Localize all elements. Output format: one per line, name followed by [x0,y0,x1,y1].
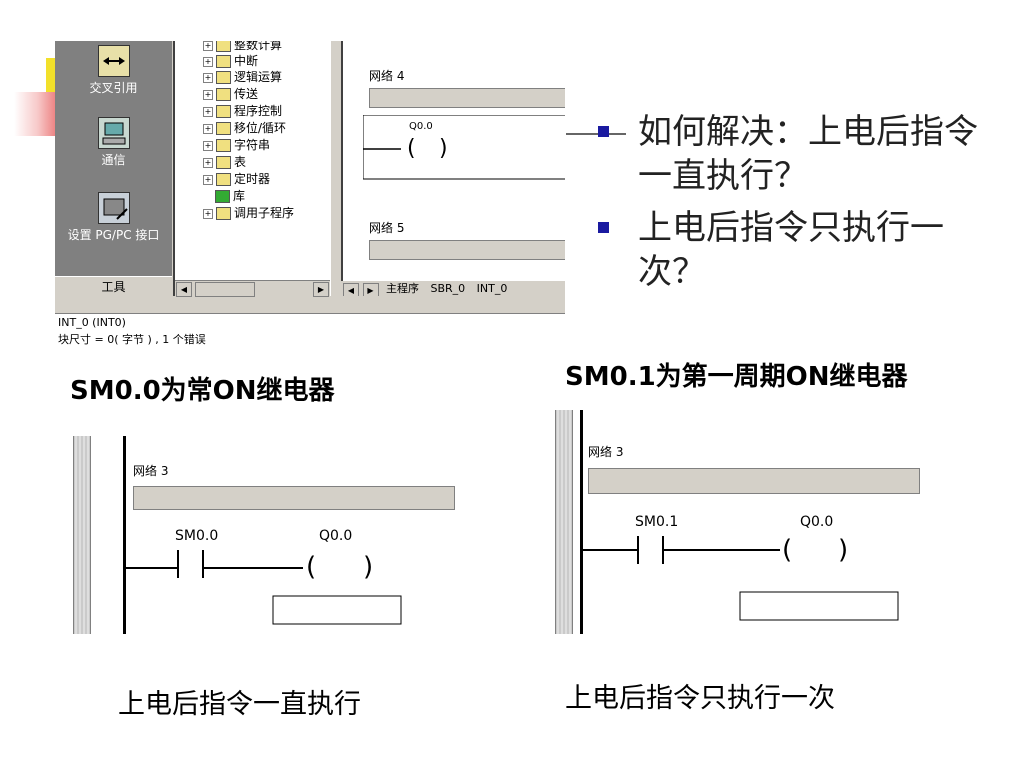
tree-item[interactable]: +逻辑运算 [203,70,283,84]
right-ladder-example: 网络 3 ( ) SM0.1 Q0.0 [555,410,920,634]
expand-icon[interactable]: + [203,72,213,83]
expand-icon[interactable]: + [203,208,213,219]
network-label: 网络 3 [588,445,624,459]
tab-sbr0[interactable]: SBR_0 [430,282,466,295]
left-example-title: SM0.0为常ON继电器 [70,376,335,406]
left-rail-line [123,436,126,634]
tree-item[interactable]: +定时器 [203,172,271,186]
svg-text:(: ( [306,552,316,582]
tree-scrollbar[interactable]: ◀ ▶ [175,280,330,297]
tool-communication[interactable]: 通信 [55,117,172,168]
tree-item[interactable]: 库 [215,188,245,204]
left-rail-line [580,410,583,634]
network-label: 网络 4 [369,69,405,83]
tree-item[interactable]: +调用子程序 [203,206,295,220]
svg-text:): ) [439,136,448,161]
tree-item[interactable]: +中断 [203,54,259,68]
power-rail [555,410,573,634]
tool-label: 设置 PG/PC 接口 [67,228,160,242]
instruction-tree: +整数计算 +中断 +逻辑运算 +传送 +程序控制 +移位/循环 +字符串 +表… [173,41,330,297]
tool-label: 通信 [101,153,126,167]
left-ladder-example: 网络 3 ( ) SM0.0 Q0.0 [73,436,455,634]
pg-pc-interface-icon [97,192,130,224]
tab-main[interactable]: 主程序 [386,282,419,295]
network-comment-bar[interactable] [588,468,920,494]
status-line: 块尺寸 = 0( 字节 ) , 1 个错误 [58,333,206,346]
power-rail [73,436,91,634]
expand-icon[interactable]: + [203,174,213,185]
tab-scroll-left-icon[interactable]: ◀ [343,283,359,296]
svg-text:): ) [838,535,848,565]
scroll-left-icon[interactable]: ◀ [176,282,192,297]
expand-icon[interactable]: + [203,56,213,67]
tree-item[interactable]: +移位/循环 [203,121,287,135]
scroll-right-icon[interactable]: ▶ [313,282,329,297]
folder-icon [216,207,231,220]
tree-item[interactable]: +传送 [203,87,259,101]
tree-item[interactable]: +程序控制 [203,104,283,118]
folder-icon [216,71,231,84]
coil-address: Q0.0 [800,514,833,530]
tab-int0[interactable]: INT_0 [476,282,508,295]
library-icon [215,190,230,203]
bullet-item: 上电后指令只执行一次？ [596,206,1006,294]
network-comment-bar[interactable] [369,88,565,108]
tools-footer-button[interactable]: 工具 [55,276,172,297]
expand-icon[interactable]: + [203,89,213,100]
network-comment-bar[interactable] [369,240,565,260]
folder-icon [216,122,231,135]
coil-address: Q0.0 [409,121,433,132]
folder-icon [216,139,231,152]
status-line: INT_0 (INT0) [58,316,126,329]
folder-icon [216,41,231,52]
expand-icon[interactable]: + [203,106,213,117]
step7-microwin-screenshot: 交叉引用 通信 设置 PG/PC 接口 工具 +整数计算 +中断 +逻辑运算 +… [55,41,565,370]
network-label: 网络 5 [369,221,405,235]
left-example-caption: 上电后指令一直执行 [118,689,361,720]
expand-icon[interactable]: + [203,157,213,168]
folder-icon [216,105,231,118]
communication-icon [97,117,130,149]
expand-icon[interactable]: + [203,140,213,151]
tree-item[interactable]: +表 [203,155,247,169]
tools-panel: 交叉引用 通信 设置 PG/PC 接口 工具 [55,41,172,297]
folder-icon [216,156,231,169]
contact-address: SM0.0 [175,528,218,544]
folder-icon [216,173,231,186]
network-comment-bar[interactable] [133,486,455,510]
network-label: 网络 3 [133,464,169,478]
tree-item[interactable]: +字符串 [203,138,271,152]
svg-text:): ) [363,552,373,582]
program-tabs: ◀ ▶ 主程序 SBR_0 INT_0 [341,281,565,296]
coil-address: Q0.0 [319,528,352,544]
svg-text:(: ( [407,136,416,161]
cross-reference-icon [97,45,130,77]
ladder-rung[interactable]: ( ) Q0.0 [363,115,565,185]
bullet-list: 如何解决：上电后指令一直执行？ 上电后指令只执行一次？ [596,110,1006,294]
folder-icon [216,55,231,68]
bullet-square-icon [598,126,609,137]
expand-icon[interactable]: + [203,123,213,134]
tool-label: 交叉引用 [89,81,138,95]
folder-icon [216,88,231,101]
contact-address: SM0.1 [635,514,678,530]
program-editor: 网络 4 ( ) Q0.0 网络 5 [341,41,565,281]
expand-icon[interactable]: + [203,41,213,51]
ladder-rung[interactable]: ( ) SM0.1 Q0.0 [580,510,920,630]
pointer-line [566,133,626,135]
tool-pg-pc-interface[interactable]: 设置 PG/PC 接口 [55,192,172,243]
bullet-item: 如何解决：上电后指令一直执行？ [596,110,1006,198]
ladder-rung[interactable]: ( ) SM0.0 Q0.0 [123,520,453,630]
scroll-thumb[interactable] [195,282,255,297]
tab-scroll-right-icon[interactable]: ▶ [362,283,379,296]
right-example-title: SM0.1为第一周期ON继电器 [565,362,908,392]
tree-item[interactable]: +整数计算 [203,41,283,52]
output-window: INT_0 (INT0) 块尺寸 = 0( 字节 ) , 1 个错误 [55,313,565,370]
svg-text:(: ( [782,535,792,565]
bullet-square-icon [598,222,609,233]
tool-cross-reference[interactable]: 交叉引用 [55,45,172,96]
right-example-caption: 上电后指令只执行一次 [565,683,835,714]
